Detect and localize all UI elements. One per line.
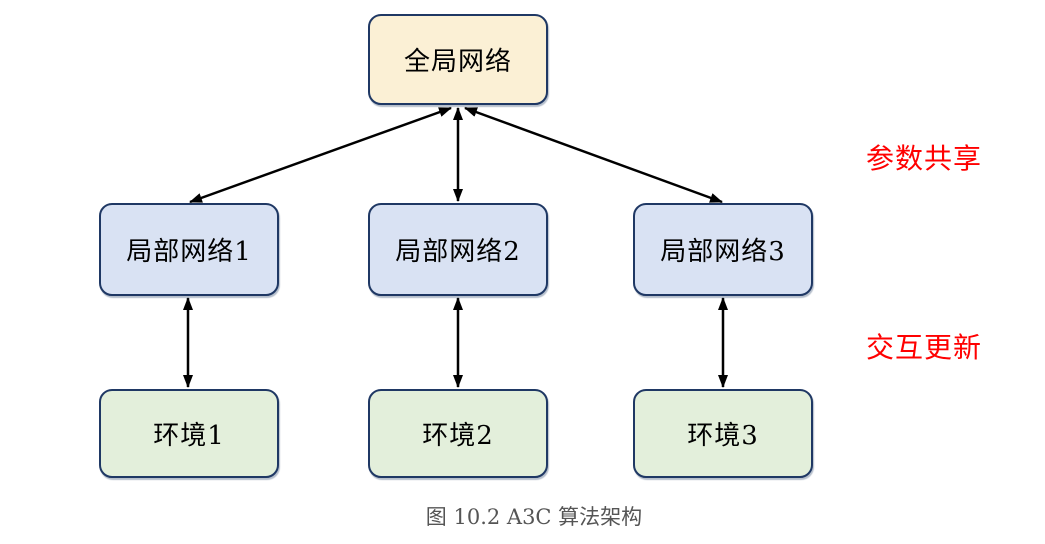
node-environment-1: 环境1 (99, 389, 279, 478)
node-local-network-2: 局部网络2 (368, 203, 548, 296)
figure-caption: 图 10.2 A3C 算法架构 (425, 505, 643, 529)
arrow-global-local3 (464, 106, 723, 204)
arrow-global-local1 (189, 106, 452, 204)
node-environment-2: 环境2 (368, 389, 548, 478)
node-local-network-2-label: 局部网络2 (395, 237, 521, 267)
node-global-network: 全局网络 (368, 14, 548, 105)
node-environment-1-label: 环境1 (153, 421, 225, 451)
node-environment-3: 环境3 (633, 389, 813, 478)
node-local-network-1-label: 局部网络1 (126, 237, 252, 267)
node-environment-2-label: 环境2 (422, 421, 494, 451)
node-local-network-3: 局部网络3 (633, 203, 813, 296)
node-environment-3-label: 环境3 (687, 421, 759, 451)
node-local-network-1: 局部网络1 (99, 203, 279, 296)
node-global-network-label: 全局网络 (403, 47, 512, 77)
node-local-network-3-label: 局部网络3 (660, 237, 786, 267)
annotation-interactive-update: 交互更新 (866, 331, 983, 364)
annotation-parameter-sharing: 参数共享 (866, 142, 983, 175)
